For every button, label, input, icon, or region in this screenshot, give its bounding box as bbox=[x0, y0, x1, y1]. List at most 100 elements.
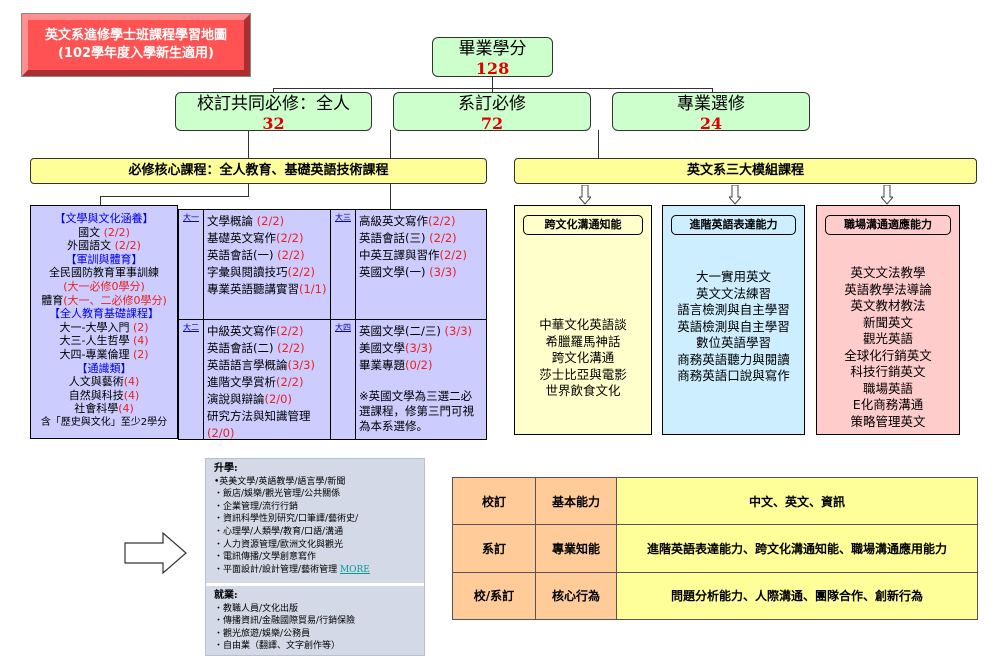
connector bbox=[273, 88, 274, 92]
module-course: 大一實用英文 bbox=[695, 269, 771, 284]
ability-source: 校訂 bbox=[452, 476, 536, 526]
course-credits: (2) bbox=[132, 320, 149, 334]
general-course-line: 人文與藝術(4) bbox=[31, 375, 177, 389]
course-credits: (2/2) bbox=[429, 231, 457, 245]
course-credits: (大一、二必修0學分) bbox=[63, 293, 167, 307]
ability-description: 進階英語表達能力、跨文化溝通知能、職場溝通應用能力 bbox=[616, 524, 978, 573]
course-credits: (2/2) bbox=[287, 265, 315, 279]
module-cross-cultural: 跨文化溝通知能中華文化英語談希臘羅馬神話跨文化溝通莎士比亞與電影世界飲食文化 bbox=[514, 205, 652, 435]
connector bbox=[248, 184, 249, 196]
divider bbox=[179, 319, 486, 320]
course-name: 高級英文寫作 bbox=[359, 214, 428, 228]
course-name: 自然與科技 bbox=[68, 388, 124, 402]
course-name: 體育 bbox=[41, 293, 64, 307]
ability-type: 核心行為 bbox=[535, 571, 617, 621]
item-text: ・人力資源管理/歐洲文化與觀光 bbox=[214, 539, 344, 550]
further-study-section: 升學: •英美文學/英語教學/語言學/新聞・飯店/娛樂/觀光管理/公共關係・企業… bbox=[206, 459, 424, 586]
course-name: 含「歷史與文化」至少2學分 bbox=[40, 416, 168, 428]
year-4-courses: 英國文學(二/三) (3/3)美國文學(3/3)畢業專題(0/2)※英國文學為三… bbox=[356, 320, 486, 439]
item-text: ・平面設計/設計管理/藝術管理 bbox=[214, 564, 340, 575]
year-label: 大二 bbox=[183, 323, 199, 332]
course-name: 【全人教育基礎課程】 bbox=[49, 307, 159, 321]
course-credits: (大一必修0學分) bbox=[63, 279, 145, 293]
connector bbox=[492, 77, 493, 88]
course-item: 中英互譯與習作(2/2) bbox=[359, 247, 483, 264]
module-course: 莎士比亞與電影 bbox=[539, 366, 627, 382]
connector bbox=[273, 88, 713, 89]
course-name: 英語會話(一) bbox=[207, 248, 278, 262]
course-name: 專業英語聽講實習 bbox=[207, 282, 299, 296]
module-course: 跨文化溝通 bbox=[551, 350, 615, 365]
more-link[interactable]: MORE bbox=[339, 564, 370, 575]
ability-row: 校訂基本能力中文、英文、資訊 bbox=[452, 476, 978, 526]
ability-source: 系訂 bbox=[452, 524, 536, 573]
course-item: 研究方法與知識管理 (2/0) bbox=[207, 408, 327, 442]
year-label-cell: 大四 bbox=[331, 320, 356, 439]
course-credits: (2/2) bbox=[276, 375, 304, 389]
connector bbox=[390, 130, 391, 158]
general-course-line: 社會科學(4) bbox=[31, 402, 177, 416]
general-course-line: 國文 (2/2) bbox=[31, 226, 177, 240]
employment-item: ・教職人員/文化出版 bbox=[214, 603, 299, 614]
graduation-credits-box: 畢業學分 128 bbox=[432, 37, 553, 78]
general-course-line: 【文學與文化涵養】 bbox=[31, 212, 177, 226]
employment-title: 就業: bbox=[214, 590, 238, 601]
general-education-box: 【文學與文化涵養】國文 (2/2)外國語文 (2/2)【軍訓與體育】全民國防教育… bbox=[30, 205, 178, 439]
abilities-table: 校訂基本能力中文、英文、資訊系訂專業知能進階英語表達能力、跨文化溝通知能、職場溝… bbox=[452, 476, 978, 621]
course-credits: (3/3) bbox=[287, 358, 315, 372]
ability-row: 校/系訂核心行為問題分析能力、人際溝通、團隊合作、創新行為 bbox=[452, 571, 978, 621]
general-course-line: 外國語文 (2/2) bbox=[31, 239, 177, 253]
connector bbox=[390, 184, 391, 209]
general-course-line: 【全人教育基礎課程】 bbox=[31, 307, 177, 321]
module-course: E化商務溝通 bbox=[852, 397, 924, 412]
year-label: 大三 bbox=[335, 213, 351, 222]
course-item: 高級英文寫作(2/2) bbox=[359, 213, 483, 230]
title-line-2: (102學年度入學新生適用) bbox=[57, 46, 215, 61]
course-name: 大四-專業倫理 bbox=[59, 347, 133, 361]
course-item: 中級英文寫作(2/2) bbox=[207, 323, 327, 340]
course-name: 進階文學賞析 bbox=[207, 375, 276, 389]
course-credits: (2/2) bbox=[276, 231, 304, 245]
course-credits: (2/2) bbox=[256, 214, 285, 228]
course-item: 文學概論 (2/2) bbox=[207, 213, 327, 230]
course-name: 【軍訓與體育】 bbox=[65, 252, 143, 266]
course-name: 基礎英文寫作 bbox=[207, 231, 276, 245]
course-credits: (3/3) bbox=[444, 324, 472, 338]
course-credits: (2/2) bbox=[277, 248, 305, 262]
course-name: 人文與藝術 bbox=[68, 375, 124, 389]
career-paths-box: 升學: •英美文學/英語教學/語言學/新聞・飯店/娛樂/觀光管理/公共關係・企業… bbox=[205, 458, 425, 656]
core-courses-bar: 必修核心課程：全人教育、基礎英語技術課程 bbox=[30, 158, 487, 184]
employment-item: ・觀光旅遊/娛樂/公務員 bbox=[214, 628, 311, 639]
year-3-courses: 高級英文寫作(2/2)英語會話(三) (2/2)中英互譯與習作(2/2)英國文學… bbox=[356, 210, 486, 319]
ability-source: 校/系訂 bbox=[452, 571, 536, 621]
modules-bar: 英文系三大模組課程 bbox=[514, 158, 977, 184]
course-item: 英語語言學概論(3/3) bbox=[207, 357, 327, 374]
course-credits: (2/2) bbox=[114, 239, 141, 253]
ability-type: 專業知能 bbox=[535, 524, 617, 573]
connector bbox=[100, 196, 249, 197]
year-label-cell: 大三 bbox=[331, 210, 356, 319]
category-credits: 32 bbox=[262, 114, 285, 133]
module-workplace: 職場溝通適應能力英文文法教學英語教學法導論英文教材教法新聞英文觀光英語全球化行銷… bbox=[816, 205, 960, 435]
year-1-courses: 文學概論 (2/2)基礎英文寫作(2/2)英語會話(一) (2/2)字彙與閱讀技… bbox=[204, 210, 331, 319]
further-study-item: ・資訊科學性別研究/口筆譯/藝術史/ bbox=[214, 513, 416, 526]
down-arrow-icon bbox=[881, 185, 893, 205]
course-name: 字彙與閱讀技巧 bbox=[207, 265, 288, 279]
course-name: 大一-大學入門 bbox=[59, 320, 133, 334]
course-name: 中英互譯與習作 bbox=[359, 248, 440, 262]
course-name: 中級英文寫作 bbox=[207, 324, 276, 338]
further-study-item: •英美文學/英語教學/語言學/新聞 bbox=[214, 476, 416, 489]
further-study-item: ・人力資源管理/歐洲文化與觀光 bbox=[214, 539, 416, 552]
general-course-line: 全民國防教育軍事訓練 bbox=[31, 266, 177, 280]
item-text: ・飯店/娛樂/觀光管理/公共關係 bbox=[214, 489, 341, 500]
course-name: 英語會話(二) bbox=[207, 341, 278, 355]
module-course: 全球化行銷英文 bbox=[844, 347, 932, 363]
module-course: 英文教材教法 bbox=[850, 298, 926, 313]
course-item: 畢業專題(0/2) bbox=[359, 357, 483, 374]
further-study-item: ・電訊傳播/文學創意寫作 bbox=[214, 551, 416, 564]
course-name: 畢業專題 bbox=[359, 358, 405, 372]
connector bbox=[598, 130, 599, 158]
category-school-required: 校訂共同必修：全人 32 bbox=[175, 92, 372, 133]
course-name: 研究方法與知識管理 bbox=[207, 409, 311, 423]
course-name: 英國文學(一) bbox=[359, 265, 430, 279]
